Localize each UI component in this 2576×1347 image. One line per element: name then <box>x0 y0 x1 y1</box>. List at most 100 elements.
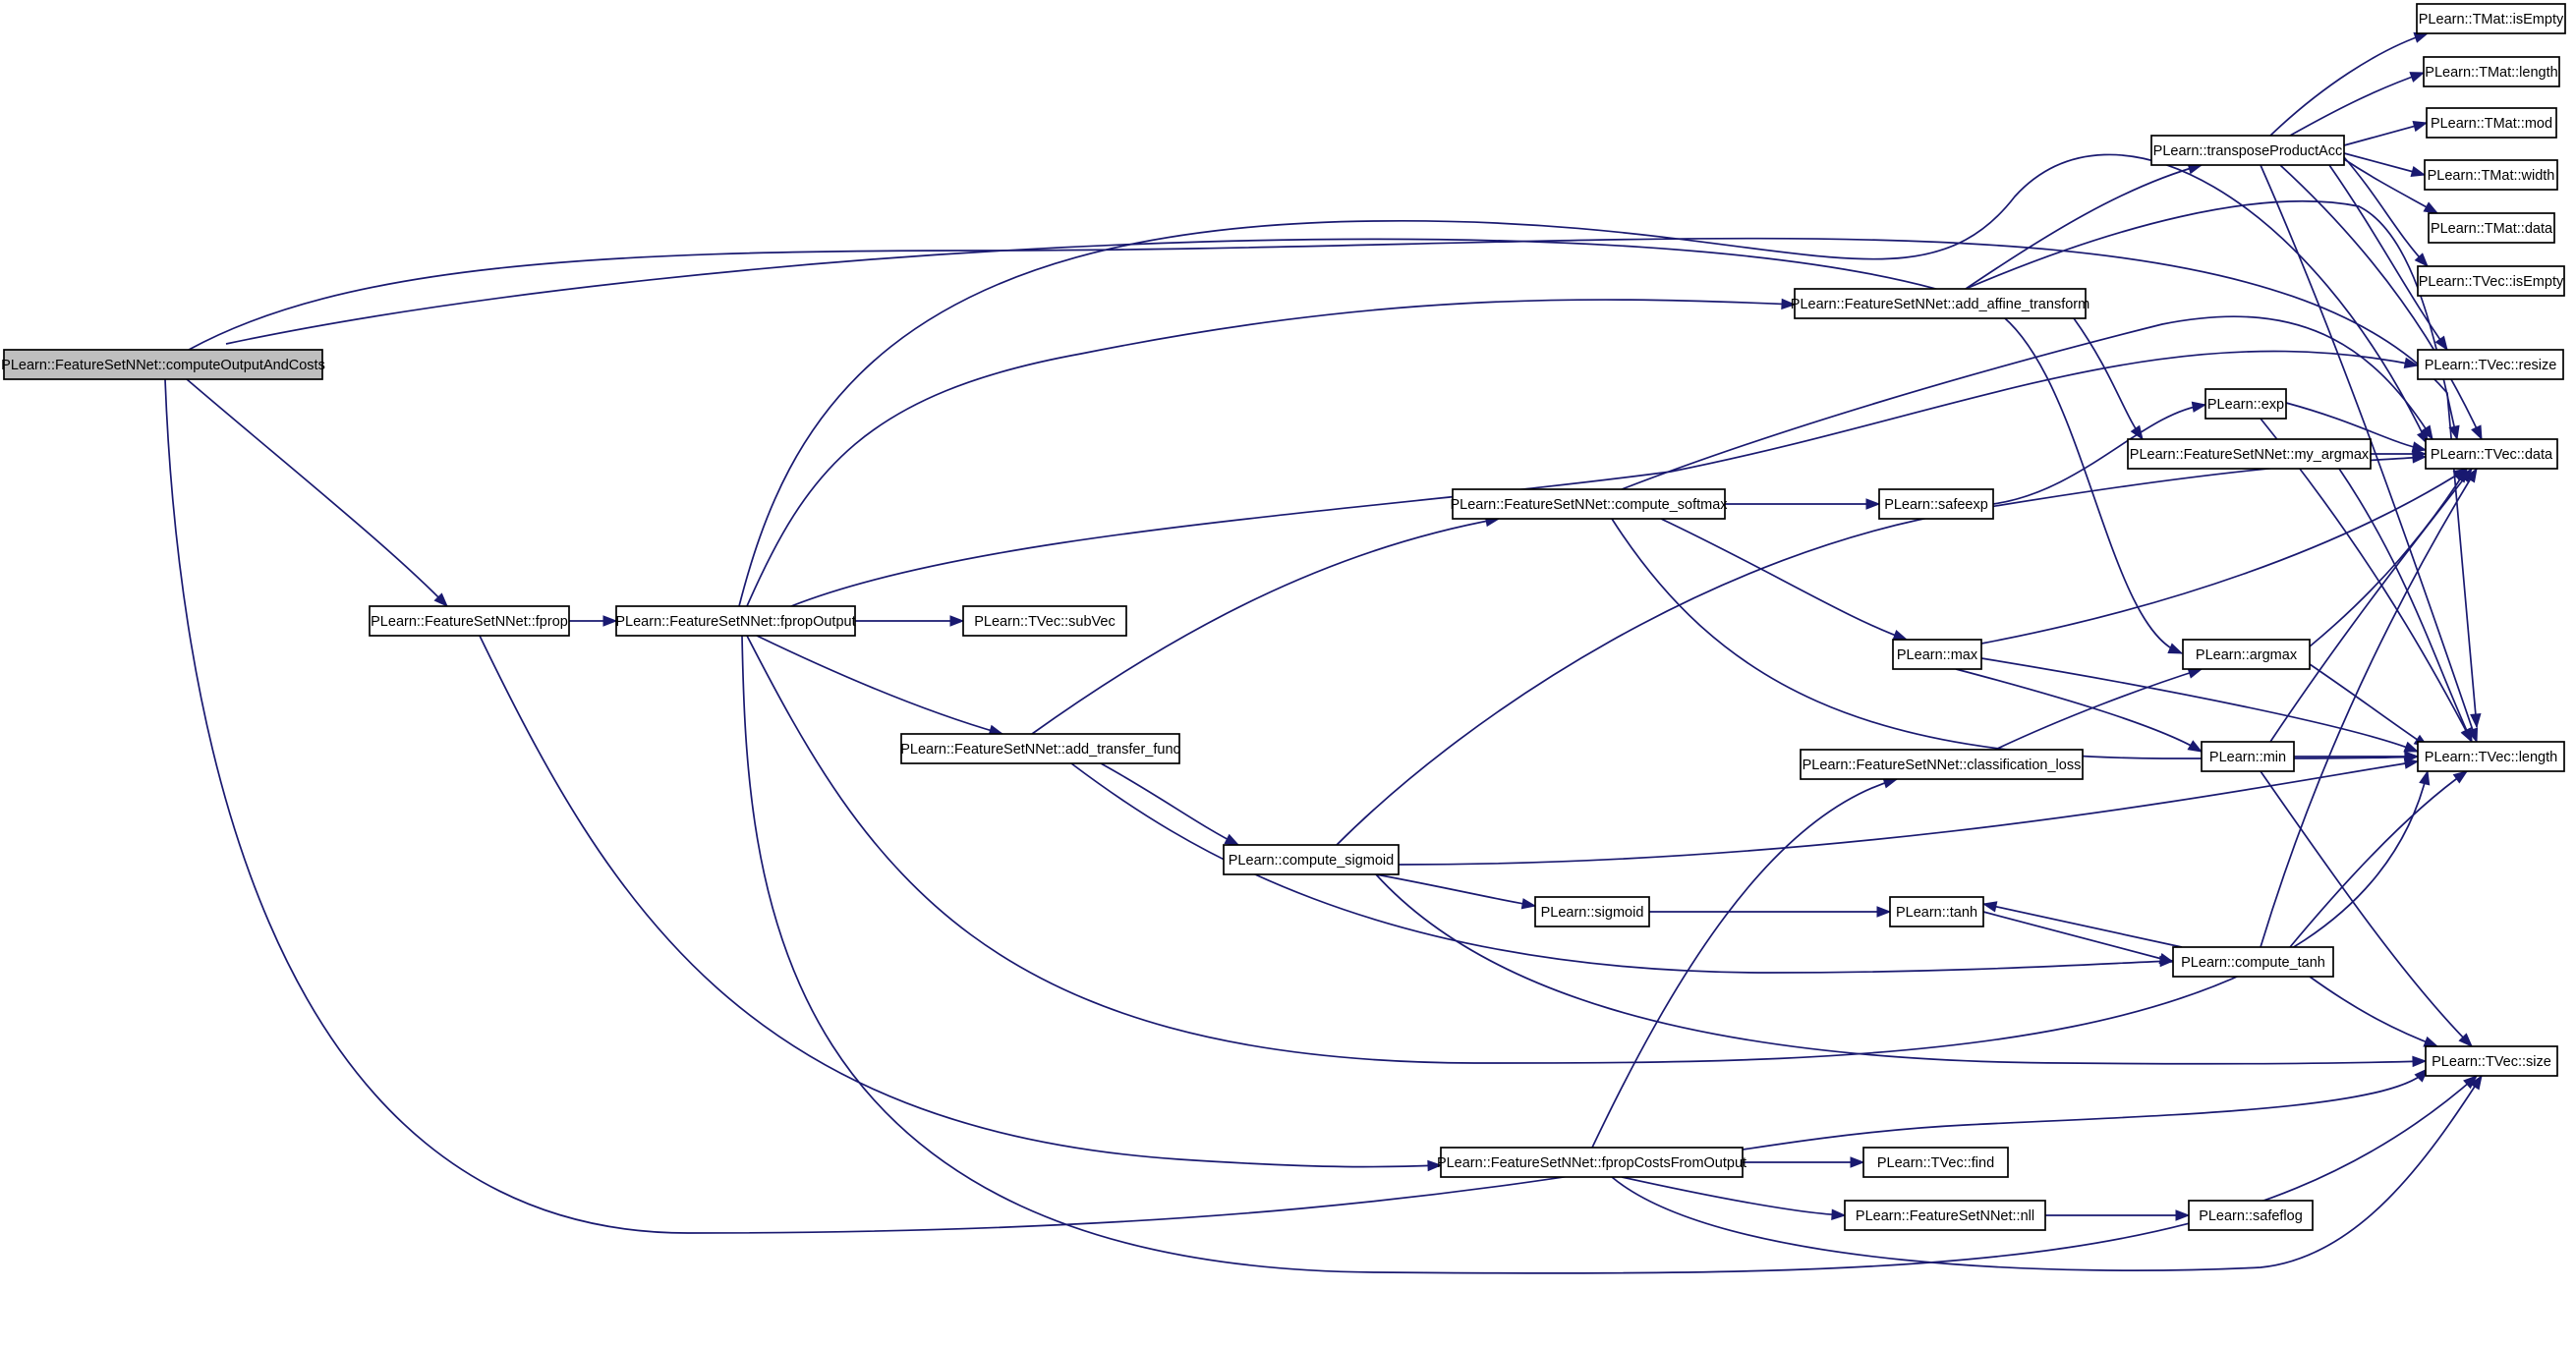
node-min[interactable]: PLearn::min <box>2201 741 2295 772</box>
node-box <box>1534 896 1650 927</box>
arrowhead-transposeProductAcc-to-TMat_mod <box>2412 121 2429 133</box>
node-box <box>2182 639 2311 670</box>
node-box <box>2425 438 2558 470</box>
edge-compute_tanh-to-TVec_size <box>2309 976 2438 1047</box>
edge-add_transfer_func-to-compute_sigmoid <box>1100 762 1239 846</box>
node-label: PLearn::TMat::data <box>2431 221 2553 237</box>
node-fpropoutput[interactable]: PLearn::FeatureSetNNet::fpropOutput <box>615 605 856 637</box>
node-tvec-resize[interactable]: PLearn::TVec::resize <box>2417 349 2564 380</box>
node-compute-sigmoid[interactable]: PLearn::compute_sigmoid <box>1223 844 1400 875</box>
edge-my_argmax-to-TVec_length <box>2338 468 2473 743</box>
node-label: PLearn::TMat::width <box>2428 168 2555 184</box>
edge-fpropOutput-to-TVec_data <box>738 153 2429 607</box>
arrowhead-nll-to-safeflog <box>2175 1209 2191 1221</box>
node-label: PLearn::compute_tanh <box>2181 955 2325 971</box>
node-find[interactable]: PLearn::TVec::find <box>1862 1147 2009 1178</box>
node-box <box>1800 749 2084 780</box>
node-nll[interactable]: PLearn::FeatureSetNNet::nll <box>1844 1200 2046 1231</box>
arrowhead-fpropOutput-to-TVec_length <box>2419 769 2431 786</box>
node-box <box>900 733 1180 764</box>
node-label: PLearn::TVec::resize <box>2425 358 2557 373</box>
node-box <box>2204 388 2287 420</box>
edge-safeexp-to-exp <box>1992 404 2206 505</box>
arrowhead-add_transfer_func-to-compute_sigmoid <box>1224 833 1240 846</box>
node-label: PLearn::transposeProductAcc <box>2153 143 2343 159</box>
node-tmat-data[interactable]: PLearn::TMat::data <box>2428 212 2555 244</box>
node-tvec-data[interactable]: PLearn::TVec::data <box>2425 438 2558 470</box>
node-box <box>2172 946 2334 978</box>
node-tmat-mod[interactable]: PLearn::TMat::mod <box>2426 107 2557 139</box>
node-tmat-length[interactable]: PLearn::TMat::length <box>2423 56 2560 87</box>
edge-transposeProductAcc-to-TMat_width <box>2343 152 2426 176</box>
node-box <box>2426 107 2557 139</box>
node-tvec-size[interactable]: PLearn::TVec::size <box>2425 1045 2558 1077</box>
node-label: PLearn::max <box>1897 647 1978 663</box>
edge-compute_tanh-to-TVec_data <box>2260 468 2478 948</box>
node-sigmoid[interactable]: PLearn::sigmoid <box>1534 896 1650 927</box>
node-compute-tanh[interactable]: PLearn::compute_tanh <box>2172 946 2334 978</box>
node-transposeproductacc[interactable]: PLearn::transposeProductAcc <box>2150 135 2345 166</box>
node-box <box>1844 1200 2046 1231</box>
arrowhead-transposeProductAcc-to-TVec_resize <box>2434 335 2448 352</box>
arrowhead-transposeProductAcc-to-TVec_data <box>2471 424 2483 441</box>
node-my-argmax[interactable]: PLearn::FeatureSetNNet::my_argmax <box>2127 438 2372 470</box>
node-label: PLearn::sigmoid <box>1541 905 1644 921</box>
arrowhead-computeOutputAndCosts-to-argmax <box>2167 643 2184 654</box>
node-box <box>2416 3 2566 34</box>
edge-fpropOutput-to-add_transfer_func <box>756 635 1003 735</box>
edge-transposeProductAcc-to-TVec_data <box>2279 164 2483 440</box>
node-tmat-width[interactable]: PLearn::TMat::width <box>2424 159 2558 191</box>
edge-transposeProductAcc-to-TVec_resize <box>2328 164 2448 351</box>
node-box <box>1440 1147 1744 1178</box>
arrowhead-compute_sigmoid-to-TVec_size <box>2412 1055 2428 1068</box>
node-label: PLearn::FeatureSetNNet::computeOutputAnd… <box>1 358 325 373</box>
edge-add_transfer_func-to-compute_softmax <box>1031 518 1500 735</box>
node-max[interactable]: PLearn::max <box>1892 639 1982 670</box>
node-box <box>1452 488 1726 520</box>
edge-tanh-to-compute_tanh <box>1982 911 2174 963</box>
node-box <box>2188 1200 2314 1231</box>
edge-max-to-TVec_data <box>1980 468 2468 645</box>
edge-fprop-to-fpropCostsFromOutput <box>479 635 1442 1168</box>
node-safeexp[interactable]: PLearn::safeexp <box>1878 488 1994 520</box>
node-compute-softmax[interactable]: PLearn::FeatureSetNNet::compute_softmax <box>1450 488 1728 520</box>
arrowhead-fpropCostsFromOutput-to-nll <box>1831 1208 1847 1220</box>
arrowhead-computeOutputAndCosts-to-TVec_length <box>2470 713 2482 729</box>
arrowhead-compute_tanh-to-TVec_data <box>2465 467 2478 483</box>
node-safeflog[interactable]: PLearn::safeflog <box>2188 1200 2314 1231</box>
node-box <box>2425 1045 2558 1077</box>
node-box <box>1889 896 1984 927</box>
node-argmax[interactable]: PLearn::argmax <box>2182 639 2311 670</box>
node-label: PLearn::argmax <box>2196 647 2298 663</box>
node-fprop[interactable]: PLearn::FeatureSetNNet::fprop <box>369 605 570 637</box>
node-label: PLearn::tanh <box>1896 905 1977 921</box>
node-label: PLearn::FeatureSetNNet::classification_l… <box>1803 758 2082 773</box>
node-exp[interactable]: PLearn::exp <box>2204 388 2287 420</box>
node-label: PLearn::FeatureSetNNet::my_argmax <box>2130 447 2370 463</box>
edge-min-to-TVec_data <box>2269 468 2473 743</box>
node-add-transfer-func[interactable]: PLearn::FeatureSetNNet::add_transfer_fun… <box>900 733 1180 764</box>
node-tanh[interactable]: PLearn::tanh <box>1889 896 1984 927</box>
edge-fpropCostsFromOutput-to-nll <box>1621 1176 1846 1216</box>
edge-compute_sigmoid-to-TVec_size <box>1375 873 2427 1065</box>
node-tvec-isempty[interactable]: PLearn::TVec::isEmpty <box>2417 265 2565 297</box>
arrowhead-compute_softmax-to-safeexp <box>1865 498 1881 510</box>
arrowhead-computeOutputAndCosts-to-fprop <box>433 592 448 607</box>
node-add-affine-transform[interactable]: PLearn::FeatureSetNNet::add_affine_trans… <box>1791 288 2089 319</box>
node-box <box>2424 159 2558 191</box>
node-subvec[interactable]: PLearn::TVec::subVec <box>962 605 1127 637</box>
node-classification-loss[interactable]: PLearn::FeatureSetNNet::classification_l… <box>1800 749 2084 780</box>
edge-transposeProductAcc-to-TMat_mod <box>2343 122 2428 146</box>
node-computeoutputandcosts[interactable]: PLearn::FeatureSetNNet::computeOutputAnd… <box>1 349 325 380</box>
node-label: PLearn::TVec::data <box>2431 447 2553 463</box>
edge-add_affine_transform-to-my_argmax <box>2073 317 2144 440</box>
node-tmat-isempty[interactable]: PLearn::TMat::isEmpty <box>2416 3 2566 34</box>
node-fpropcostsfromoutput[interactable]: PLearn::FeatureSetNNet::fpropCostsFromOu… <box>1437 1147 1746 1178</box>
node-tvec-length[interactable]: PLearn::TVec::length <box>2417 741 2565 772</box>
node-label: PLearn::FeatureSetNNet::fpropOutput <box>615 614 855 630</box>
edge-computeOutputAndCosts-to-TVec_length <box>188 237 2478 728</box>
node-label: PLearn::FeatureSetNNet::add_affine_trans… <box>1791 297 2089 312</box>
edge-transposeProductAcc-to-TMat_isEmpty <box>2269 32 2429 137</box>
edge-fpropOutput-to-add_affine_transform <box>746 299 1796 607</box>
node-label: PLearn::safeflog <box>2199 1208 2303 1224</box>
